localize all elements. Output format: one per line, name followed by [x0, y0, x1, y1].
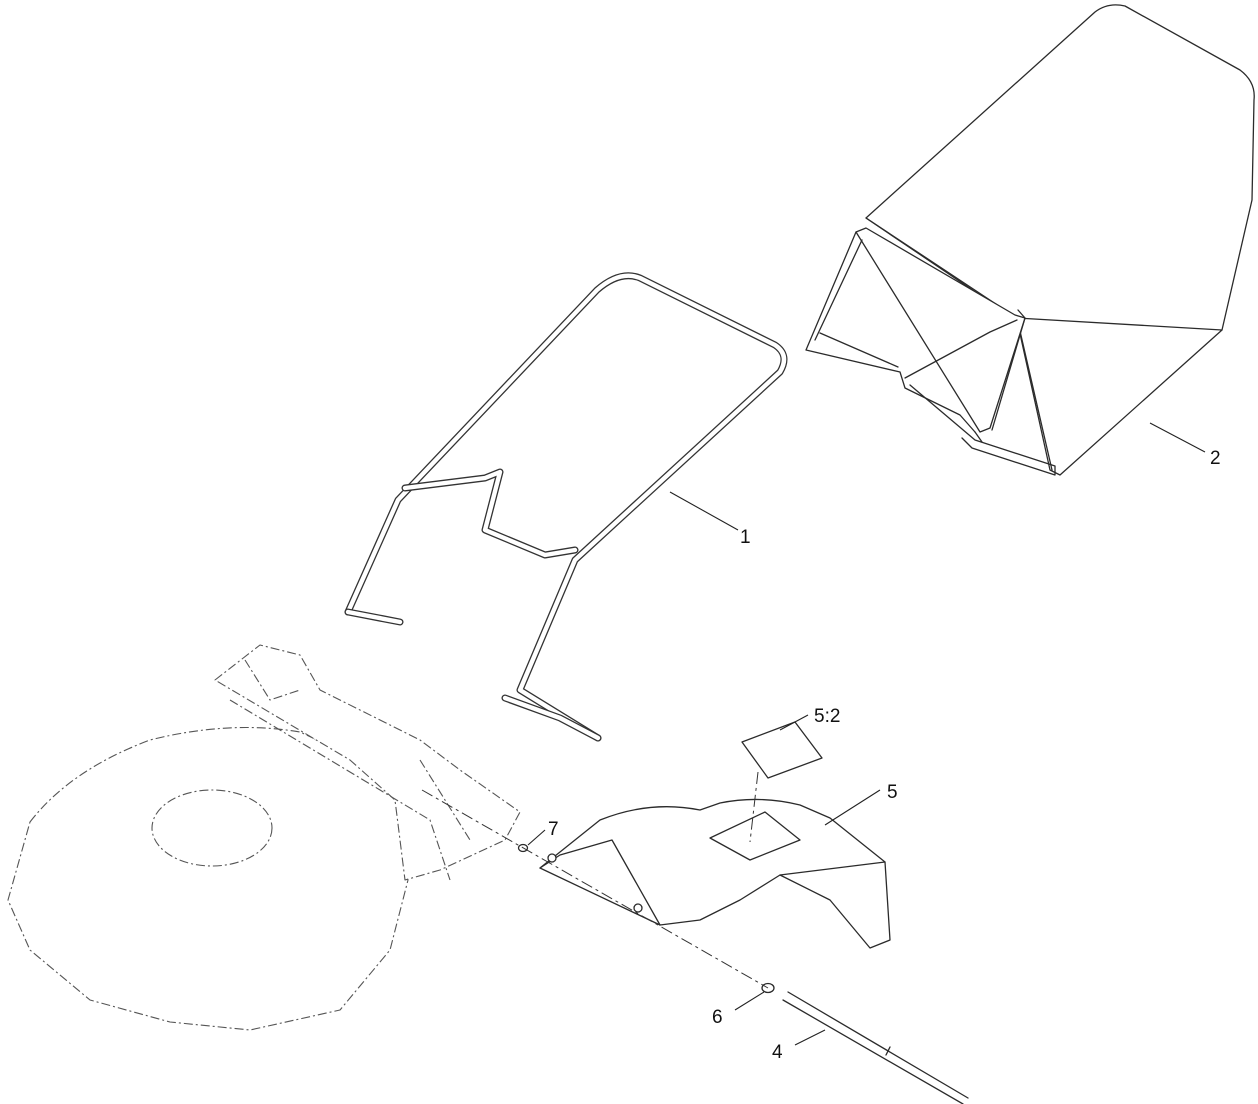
callout-7: 7 — [548, 819, 559, 840]
handle-wire-frame — [344, 272, 788, 742]
discharge-deflector — [539, 798, 891, 949]
grass-bag — [805, 4, 1255, 476]
callout-6: 6 — [712, 1007, 723, 1028]
callout-1: 1 — [740, 527, 751, 548]
callout-2: 2 — [1210, 448, 1221, 469]
leader-5-2 — [779, 714, 809, 731]
assembly-axis-decal — [749, 771, 759, 843]
leader-2 — [1149, 422, 1206, 453]
leader-6 — [734, 991, 765, 1011]
hinge-rod — [782, 991, 969, 1104]
mower-deck — [7, 644, 521, 1031]
decal — [741, 721, 823, 779]
leader-4 — [794, 1029, 826, 1046]
callout-4: 4 — [772, 1042, 783, 1063]
assembly-axis-rod — [421, 789, 769, 989]
leader-5 — [824, 789, 881, 826]
callout-5-2: 5:2 — [814, 706, 840, 727]
leader-1 — [669, 491, 739, 531]
callout-5: 5 — [887, 782, 898, 803]
leader-7 — [527, 829, 546, 846]
